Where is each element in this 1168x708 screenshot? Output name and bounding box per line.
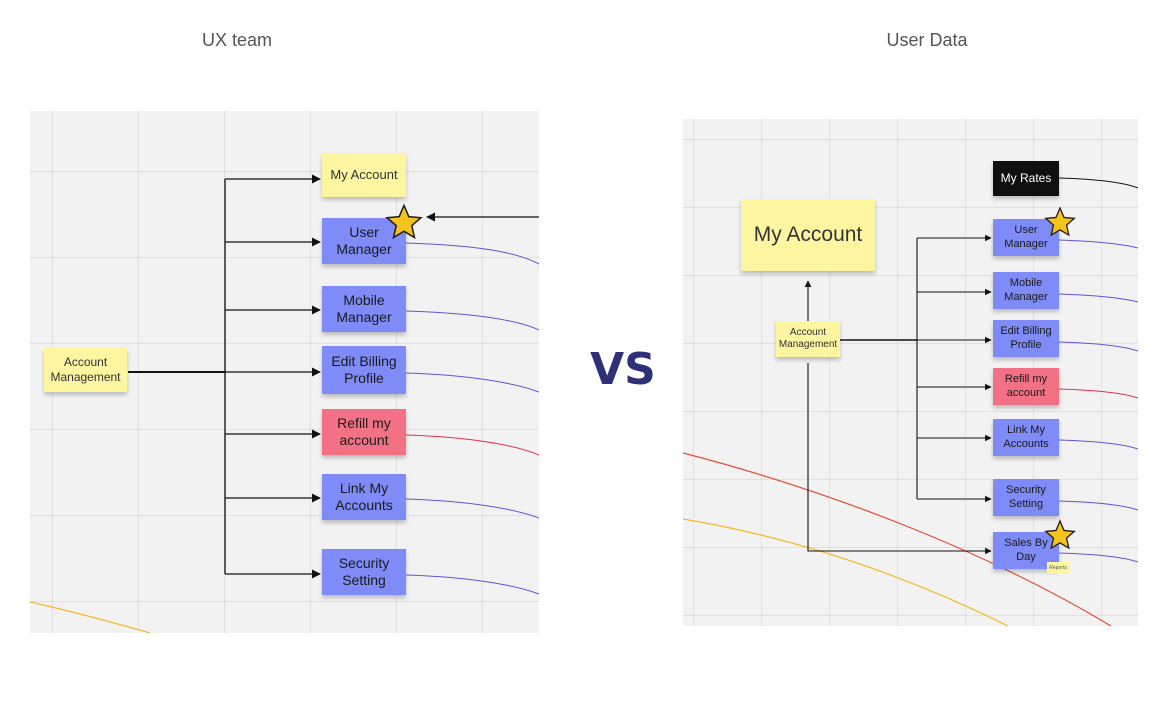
mobile-manager-note[interactable]: Mobile Manager	[322, 286, 406, 332]
heading-ux-team: UX team	[201, 30, 273, 50]
star-icon	[1044, 519, 1076, 550]
user-manager-note[interactable]: User Manager	[322, 218, 406, 264]
security-setting-note[interactable]: Security Setting	[322, 549, 406, 595]
mobile-manager-note[interactable]: Mobile Manager	[993, 272, 1059, 309]
security-setting-note[interactable]: Security Setting	[993, 479, 1059, 516]
refill-my-account-note[interactable]: Refill my account	[322, 409, 406, 455]
star-icon	[385, 203, 423, 240]
my-account-note[interactable]: My Account	[322, 153, 406, 197]
star-icon	[1044, 206, 1076, 237]
link-my-accounts-note[interactable]: Link My Accounts	[322, 474, 406, 520]
edit-billing-profile-note[interactable]: Edit Billing Profile	[993, 320, 1059, 357]
link-my-accounts-note[interactable]: Link My Accounts	[993, 419, 1059, 456]
user-manager-note[interactable]: User Manager	[993, 219, 1059, 256]
left-connectors	[30, 174, 539, 633]
right-connectors	[683, 177, 1138, 626]
user-data-board[interactable]: My Account Account Management My Rates U…	[683, 119, 1138, 626]
ux-team-board[interactable]: Account Management My Account User Manag…	[30, 111, 539, 633]
refill-my-account-note[interactable]: Refill my account	[993, 368, 1059, 405]
vs-label: VS	[590, 344, 656, 395]
my-rates-note[interactable]: My Rates	[993, 161, 1059, 196]
heading-user-data: User Data	[886, 30, 968, 50]
my-account-note[interactable]: My Account	[741, 199, 875, 271]
edit-billing-profile-note[interactable]: Edit Billing Profile	[322, 346, 406, 394]
account-management-note[interactable]: Account Management	[44, 348, 127, 392]
account-management-note[interactable]: Account Management	[776, 321, 840, 357]
reports-tiny-note[interactable]: Reports	[1047, 562, 1069, 573]
